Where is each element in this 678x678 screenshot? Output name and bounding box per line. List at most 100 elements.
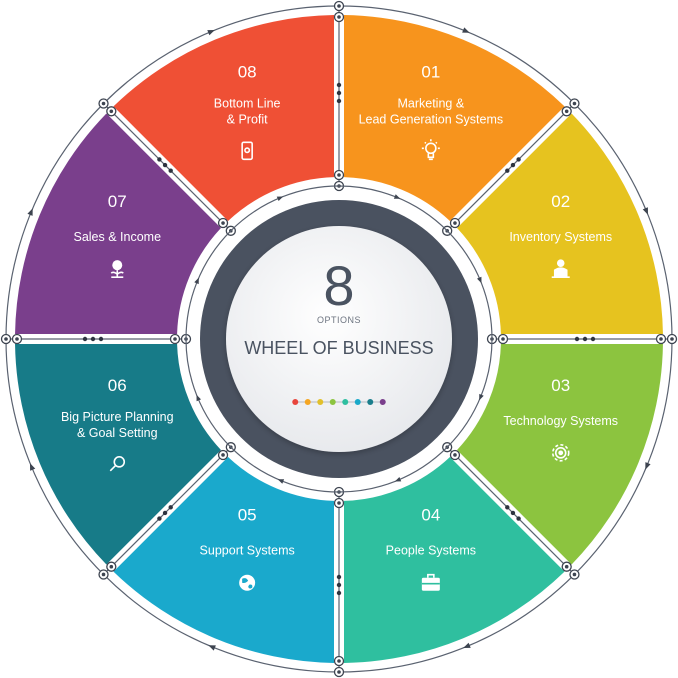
money-plant-icon — [110, 260, 124, 278]
center-dot — [329, 399, 336, 405]
spoke-dot — [516, 157, 521, 162]
ring-arrow — [645, 462, 651, 470]
segment-shape — [344, 457, 565, 663]
segment-shape — [113, 457, 334, 663]
ring-arrow — [476, 276, 482, 284]
spoke-dot — [336, 574, 342, 580]
spoke-dot — [157, 516, 162, 521]
spoke-dot — [336, 590, 342, 596]
segment-shape — [457, 113, 663, 334]
center-dot — [354, 399, 361, 405]
center-dot — [292, 399, 299, 405]
ring-arrow — [479, 393, 484, 401]
center-title: WHEEL OF BUSINESS — [244, 338, 433, 358]
spoke-node-center — [15, 337, 19, 341]
spoke-3 — [486, 333, 678, 345]
gear-icon — [551, 444, 570, 462]
inner-ring — [185, 185, 493, 493]
spoke-dot — [590, 336, 596, 342]
spoke-dot — [516, 516, 521, 521]
ring-arrow — [463, 642, 471, 648]
center-color-dots — [292, 399, 386, 405]
ring-arrow — [277, 479, 285, 484]
segment-number: 08 — [238, 62, 257, 81]
segment-number: 01 — [421, 62, 440, 81]
center-dot — [342, 399, 349, 405]
spoke-node-center — [101, 572, 106, 577]
segment-shape — [15, 344, 221, 565]
globe-icon — [239, 574, 256, 591]
spoke-node-center — [221, 221, 225, 225]
ring-arrow — [196, 394, 202, 402]
spoke-dot — [582, 336, 588, 342]
segment-label-line: Technology Systems — [503, 414, 618, 428]
ring-arrow — [27, 208, 33, 216]
spoke-5 — [333, 486, 345, 678]
spoke-node-center — [670, 337, 674, 341]
spoke-dot — [574, 336, 580, 342]
mobile-phone-icon — [241, 141, 253, 161]
spoke-node-center — [659, 337, 663, 341]
segment-label-line: Inventory Systems — [509, 230, 612, 244]
spoke-node-center — [564, 109, 569, 114]
ring-arrow — [394, 476, 402, 482]
spoke-dot — [336, 582, 342, 588]
ring-arrow — [30, 463, 36, 471]
spoke-dot — [510, 162, 516, 168]
spoke-7 — [0, 333, 192, 345]
segment-number: 03 — [551, 376, 570, 395]
spoke-2 — [442, 98, 580, 236]
segment-label-line: Sales & Income — [73, 230, 161, 244]
center-dot — [379, 399, 386, 405]
segment-number: 06 — [108, 376, 127, 395]
spoke-node-center — [337, 659, 341, 663]
person-podium-icon — [551, 259, 570, 278]
outer-ring-arrows — [27, 27, 651, 651]
segment-label-line: Support Systems — [200, 544, 295, 558]
spoke-node-center — [101, 101, 106, 106]
spoke-node-center — [453, 453, 457, 457]
segment-shape — [344, 15, 565, 221]
center-hub-disc — [226, 226, 452, 452]
spoke-dot — [98, 336, 104, 342]
segment-label-line: Lead Generation Systems — [359, 112, 504, 126]
spoke-node-center — [337, 4, 341, 8]
spoke-dot — [168, 505, 173, 510]
spoke-dot — [336, 98, 342, 104]
ring-arrow — [462, 27, 470, 33]
spoke-node-center — [572, 572, 577, 577]
ring-arrow — [276, 196, 284, 202]
segment-label-line: People Systems — [386, 544, 476, 558]
center-number: 8 — [323, 254, 354, 317]
spoke-node-center — [572, 101, 577, 106]
segment-number: 07 — [108, 192, 127, 211]
center-dot — [367, 399, 374, 405]
briefcase-icon — [421, 573, 440, 591]
spoke-node-center — [173, 337, 177, 341]
segment-number: 02 — [551, 192, 570, 211]
spoke-node-center — [337, 501, 341, 505]
segment-number: 04 — [421, 506, 440, 525]
spoke-node-center — [453, 221, 457, 225]
segment-label-line: & Goal Setting — [77, 426, 158, 440]
spoke-dot — [162, 162, 168, 168]
spoke-dot — [162, 510, 168, 516]
segment-label-line: Marketing & — [397, 96, 464, 110]
spoke-dot — [82, 336, 88, 342]
segment-shape — [15, 113, 221, 334]
spoke-node-center — [4, 337, 8, 341]
segment-label-line: Big Picture Planning — [61, 410, 174, 424]
spoke-dot — [510, 510, 516, 516]
center-dot — [317, 399, 324, 405]
spoke-dot — [168, 168, 173, 173]
spoke-dot — [505, 168, 510, 173]
